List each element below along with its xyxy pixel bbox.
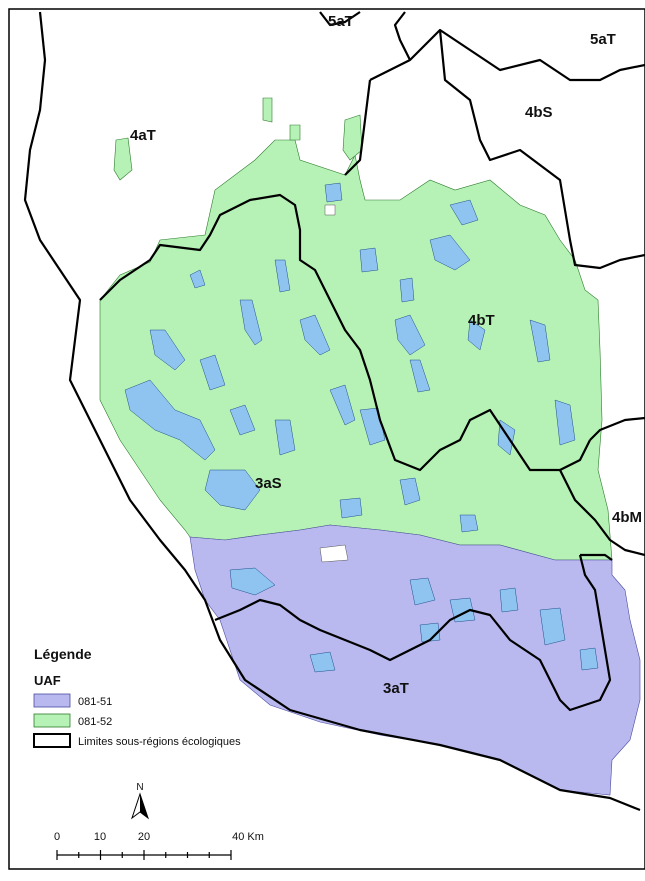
- region-label-3aT: 3aT: [383, 680, 409, 697]
- clearing: [319, 544, 349, 563]
- legend-label-boundary: Limites sous-régions écologiques: [78, 736, 241, 748]
- uaf-081-52-patch: [113, 137, 133, 181]
- north-label: N: [136, 782, 143, 793]
- legend: Légende UAF 081-51 081-52 Limites sous-r…: [33, 646, 241, 748]
- uaf-081-52-patch: [262, 97, 273, 123]
- legend-label-081-52: 081-52: [78, 716, 112, 728]
- scale-tick-0: 0: [54, 831, 60, 843]
- clearing: [324, 204, 336, 216]
- legend-label-081-51: 081-51: [78, 696, 112, 708]
- scale-tick-10: 10: [94, 831, 106, 843]
- region-label-4bT: 4bT: [468, 312, 495, 329]
- legend-swatch-081-51: [33, 693, 71, 708]
- uaf-081-51-area: [189, 524, 641, 796]
- legend-swatch-boundary: [33, 733, 71, 748]
- region-label-3aS: 3aS: [255, 475, 282, 492]
- region-label-5aT-right: 5aT: [590, 31, 616, 48]
- legend-swatch-081-52: [33, 713, 71, 728]
- legend-subtitle: UAF: [34, 673, 61, 688]
- scale-ticks: [56, 850, 232, 860]
- region-label-4aT: 4aT: [130, 127, 156, 144]
- scale-bar: 0 10 20 40 Km: [54, 831, 264, 860]
- north-arrow: N: [131, 782, 149, 820]
- eco-boundaries: [23, 11, 645, 812]
- scale-tick-40: 40 Km: [232, 831, 264, 843]
- scale-tick-20: 20: [138, 831, 150, 843]
- region-label-4bS: 4bS: [525, 104, 553, 121]
- uaf-081-52-patch: [342, 114, 363, 161]
- region-label-4bM: 4bM: [612, 509, 642, 526]
- uaf-081-52-patch: [289, 124, 301, 141]
- legend-title: Légende: [34, 646, 92, 662]
- region-label-5aT-top: 5aT: [328, 13, 354, 30]
